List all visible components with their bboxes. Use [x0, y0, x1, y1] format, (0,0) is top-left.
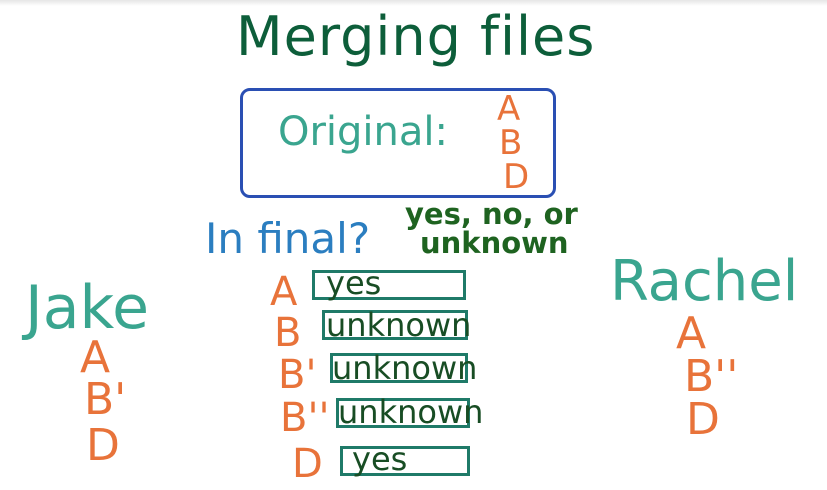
- answer-a: yes: [326, 264, 382, 302]
- question-options-line2: unknown: [420, 226, 569, 260]
- row-key-a: A: [270, 269, 298, 315]
- answer-box-b-prime: [330, 353, 468, 383]
- answer-d: yes: [352, 440, 408, 478]
- row-key-d: D: [292, 441, 323, 487]
- answer-b-prime: unknown: [332, 349, 478, 387]
- answer-b: unknown: [326, 306, 472, 344]
- answer-box-d: [340, 446, 470, 476]
- answer-box-b: [322, 310, 468, 340]
- answer-box-a: [312, 270, 466, 300]
- rachel-item-a: A: [676, 308, 707, 359]
- row-key-b-prime: B': [278, 352, 317, 398]
- question-options-line1: yes, no, or: [405, 197, 578, 231]
- jake-item-a: A: [80, 332, 111, 383]
- row-key-b-double-prime: B'': [280, 395, 330, 441]
- row-key-b: B: [274, 310, 302, 356]
- jake-label: Jake: [25, 273, 149, 343]
- answer-box-b-double-prime: [336, 398, 470, 428]
- diagram-title: Merging files: [236, 5, 596, 68]
- in-final-question: In final?: [205, 214, 371, 263]
- answer-b-double-prime: unknown: [338, 393, 484, 431]
- rachel-item-d: D: [686, 394, 720, 445]
- original-box: [240, 88, 556, 198]
- original-item-d: D: [503, 157, 530, 197]
- jake-item-d: D: [86, 420, 120, 471]
- rachel-label: Rachel: [610, 249, 799, 314]
- video-top-bar: [0, 0, 827, 6]
- rachel-item-b-double-prime: B'': [684, 351, 739, 402]
- original-item-b: B: [499, 123, 523, 163]
- original-item-a: A: [497, 89, 521, 129]
- jake-item-b-prime: B': [84, 374, 127, 425]
- original-label: Original:: [278, 109, 448, 155]
